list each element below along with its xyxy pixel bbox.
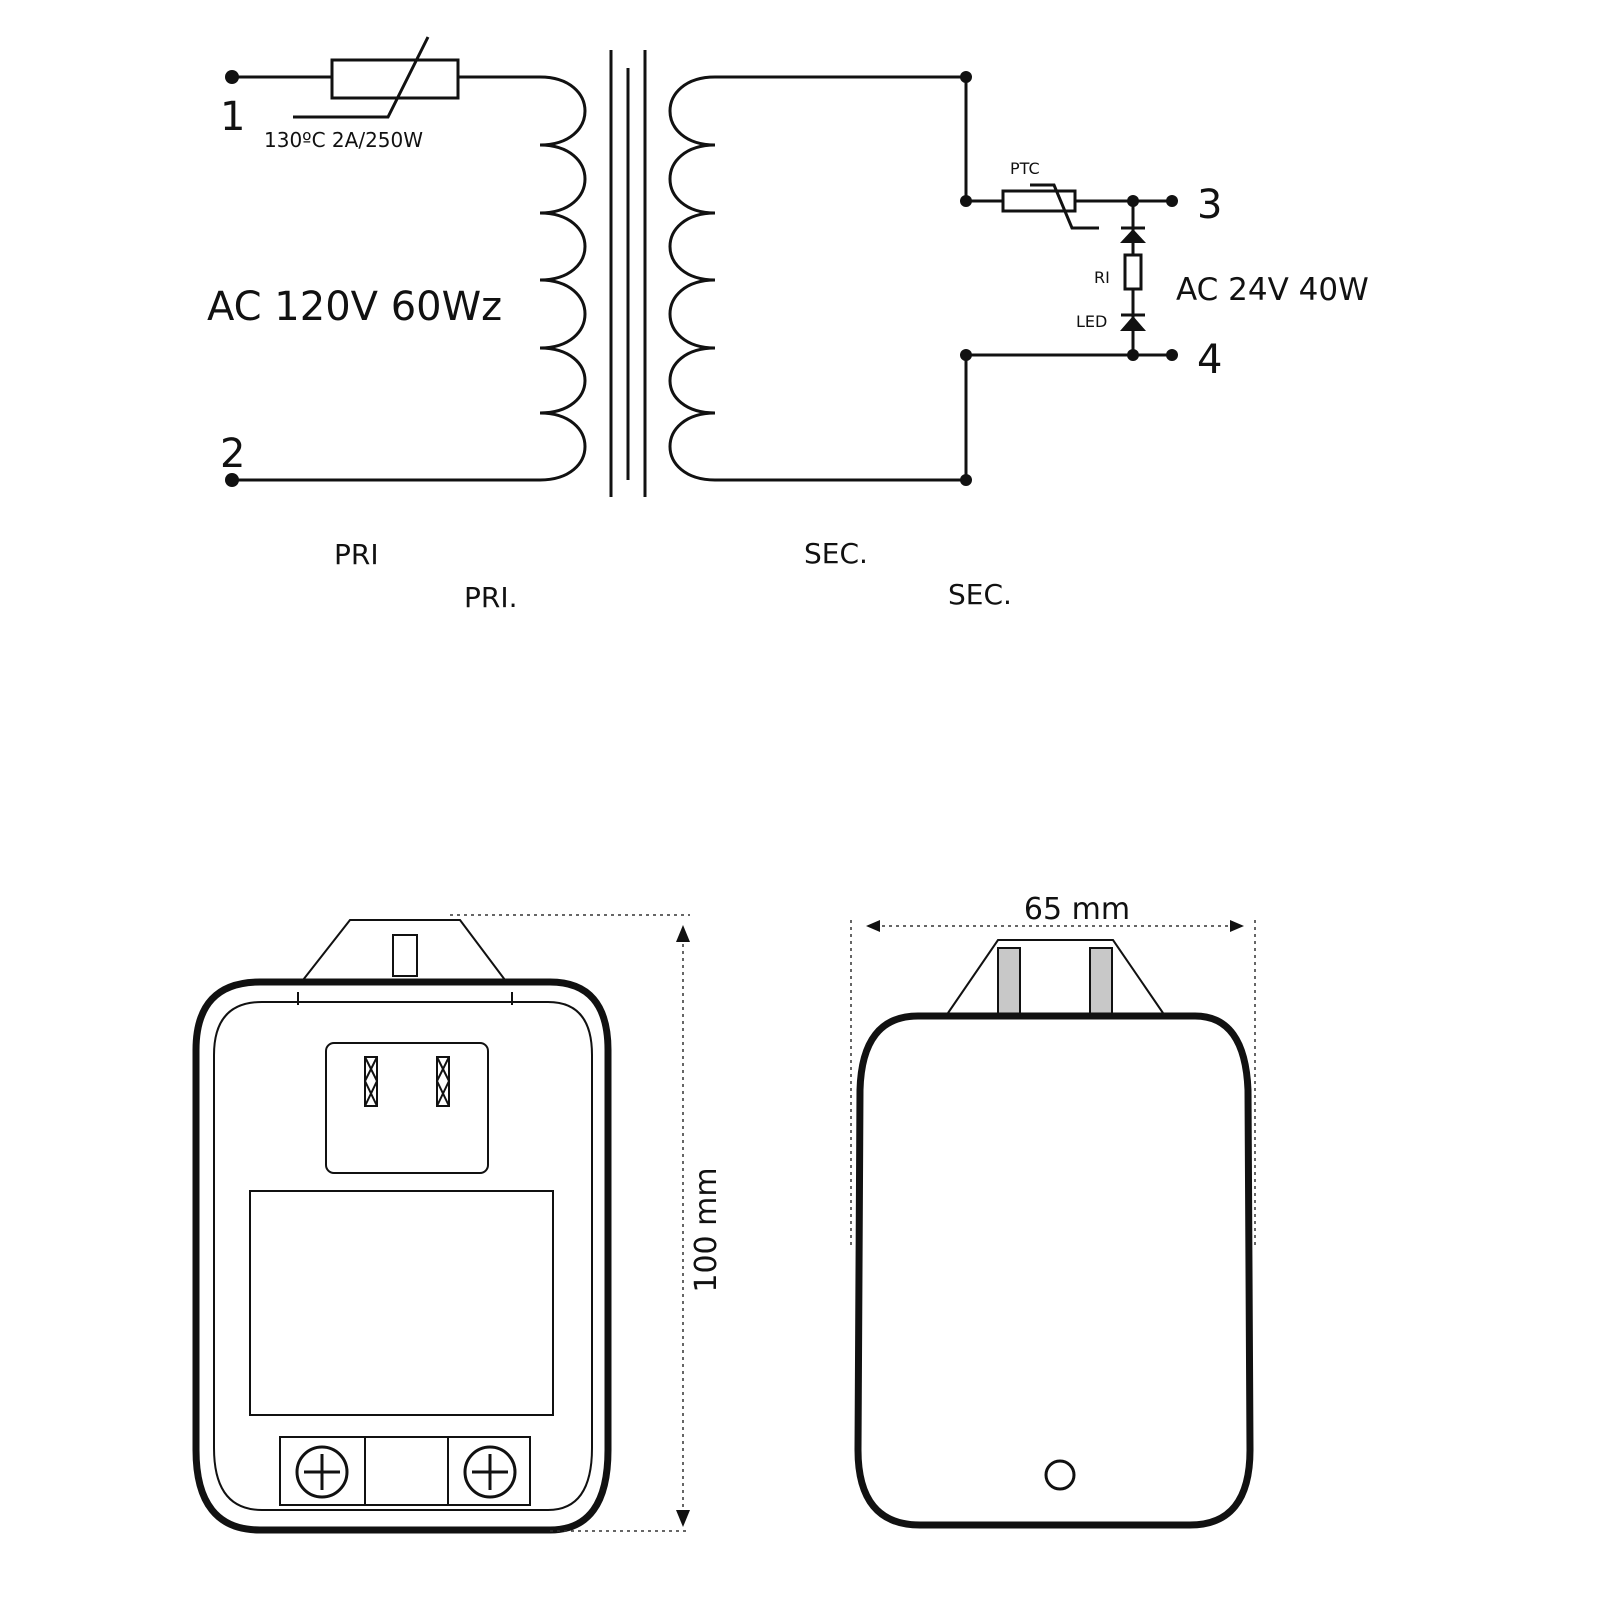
ptc-label: PTC: [1010, 159, 1040, 178]
terminal-4-node: [1166, 349, 1178, 361]
adapter-front-view: [192, 919, 612, 1534]
terminal-2-label: 2: [220, 431, 245, 477]
mounting-hole: [1044, 1459, 1076, 1491]
screw-icon: [463, 1445, 517, 1499]
outlet-slot: [363, 1056, 379, 1107]
fuse-rating-label: 130ºC 2A/250W: [264, 128, 423, 152]
screw-icon: [295, 1445, 349, 1499]
terminal-3-label: 3: [1197, 182, 1222, 228]
label-area: [249, 1190, 554, 1416]
resistor-ri: [1123, 253, 1143, 291]
outlet-slot: [435, 1056, 451, 1107]
pri-label-alt: PRI.: [464, 581, 518, 614]
outlet: [325, 1042, 489, 1174]
secondary-circuit: PTC RI LED 3 4 AC 24V 40W: [668, 71, 1369, 486]
led-label: LED: [1076, 312, 1107, 331]
prong: [1089, 947, 1113, 1015]
prong: [997, 947, 1021, 1015]
led-icon: [1120, 316, 1146, 331]
primary-voltage-label: AC 120V 60Wz: [207, 284, 502, 330]
width-label: 65 mm: [1024, 892, 1130, 927]
ri-label: RI: [1094, 268, 1110, 287]
primary-circuit: 1 2 130ºC 2A/250W AC 120V 60Wz: [207, 36, 587, 487]
primary-coil: [232, 75, 587, 482]
terminal-2-node: [225, 473, 239, 487]
height-label: 100 mm: [689, 1167, 724, 1292]
sec-label: SEC.: [804, 537, 868, 570]
terminal-4-label: 4: [1197, 337, 1222, 383]
secondary-coil: [668, 75, 966, 482]
width-dimension: 65 mm: [850, 892, 1256, 1245]
terminal-3-node: [1166, 195, 1178, 207]
sec-label-alt: SEC.: [948, 578, 1012, 611]
terminal-block: [279, 1436, 531, 1506]
diode-icon: [1120, 229, 1146, 243]
thermal-fuse: [330, 58, 460, 100]
transformer-core: [609, 50, 647, 497]
terminal-1-label: 1: [220, 94, 245, 140]
height-dimension: 100 mm: [450, 914, 724, 1532]
pri-label: PRI: [334, 538, 379, 571]
adapter-side-view: [854, 939, 1254, 1529]
secondary-voltage-label: AC 24V 40W: [1176, 272, 1369, 308]
